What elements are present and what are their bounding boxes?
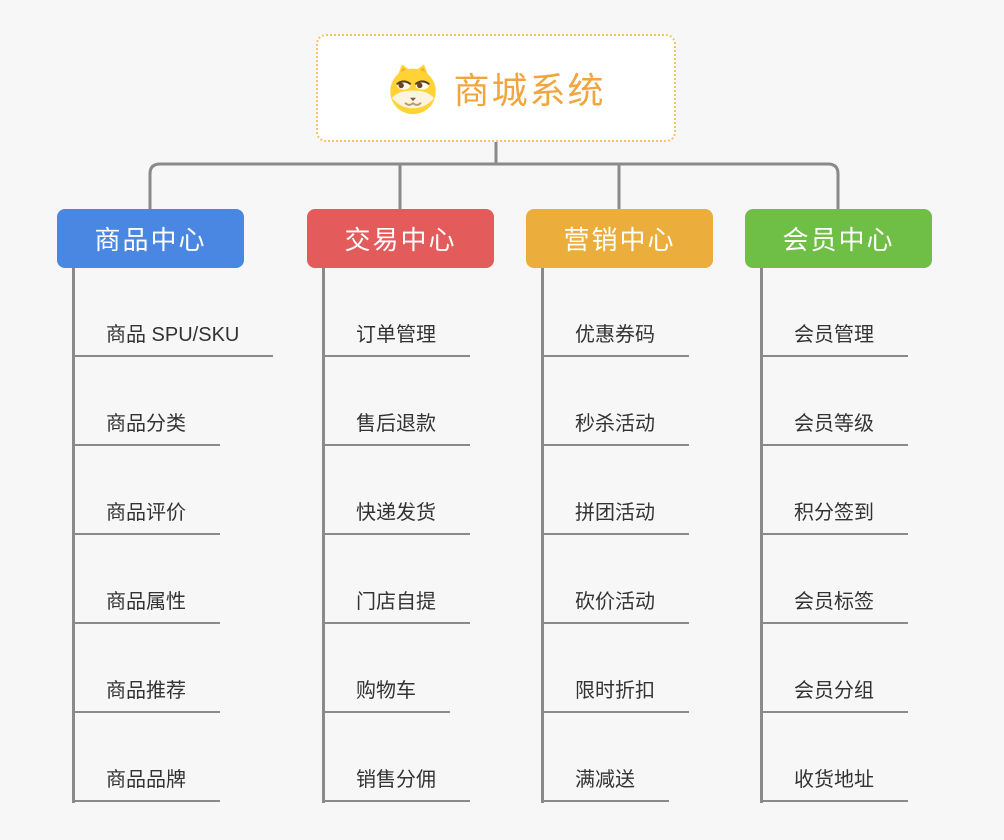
branch-children-product-center: 商品 SPU/SKU 商品分类 商品评价 商品属性 商品推荐 商品品牌	[72, 268, 274, 803]
leaf-node[interactable]: 会员等级	[760, 357, 908, 446]
branch-header-product-center[interactable]: 商品中心	[57, 209, 244, 268]
leaf-node[interactable]: 商品属性	[72, 535, 273, 624]
leaf-node[interactable]: 商品品牌	[72, 713, 273, 802]
leaf-node[interactable]: 订单管理	[322, 268, 470, 357]
branch-spine-line	[322, 268, 325, 803]
leaf-node[interactable]: 门店自提	[322, 535, 470, 624]
leaf-node[interactable]: 秒杀活动	[541, 357, 689, 446]
leaf-node[interactable]: 商品 SPU/SKU	[72, 268, 274, 357]
leaf-node[interactable]: 购物车	[322, 624, 470, 713]
leaf-node[interactable]: 拼团活动	[541, 446, 689, 535]
leaf-node[interactable]: 商品推荐	[72, 624, 273, 713]
leaf-node[interactable]: 收货地址	[760, 713, 908, 802]
leaf-node[interactable]: 商品评价	[72, 446, 273, 535]
branch-spine-line	[72, 268, 75, 803]
leaf-node[interactable]: 售后退款	[322, 357, 470, 446]
shiba-dog-icon	[390, 64, 437, 115]
branch-children-member-center: 会员管理 会员等级 积分签到 会员标签 会员分组 收货地址	[760, 268, 908, 803]
branch-header-member-center[interactable]: 会员中心	[745, 209, 932, 268]
leaf-node[interactable]: 销售分佣	[322, 713, 470, 802]
branch-spine-line	[760, 268, 763, 803]
leaf-node[interactable]: 积分签到	[760, 446, 908, 535]
leaf-node[interactable]: 优惠券码	[541, 268, 689, 357]
root-title: 商城系统	[453, 70, 606, 111]
branch-children-trade-center: 订单管理 售后退款 快递发货 门店自提 购物车 销售分佣	[322, 268, 470, 803]
root-node[interactable]: 商城系统	[316, 34, 676, 142]
branch-spine-line	[541, 268, 544, 803]
leaf-node[interactable]: 砍价活动	[541, 535, 689, 624]
leaf-node[interactable]: 会员管理	[760, 268, 908, 357]
branch-children-marketing-center: 优惠券码 秒杀活动 拼团活动 砍价活动 限时折扣 满减送	[541, 268, 689, 803]
branch-bus-line	[148, 162, 840, 209]
leaf-node[interactable]: 会员分组	[760, 624, 908, 713]
leaf-node[interactable]: 快递发货	[322, 446, 470, 535]
leaf-node[interactable]: 会员标签	[760, 535, 908, 624]
leaf-node[interactable]: 满减送	[541, 713, 689, 802]
branch-header-marketing-center[interactable]: 营销中心	[526, 209, 713, 268]
leaf-node[interactable]: 商品分类	[72, 357, 273, 446]
branch-header-trade-center[interactable]: 交易中心	[307, 209, 494, 268]
leaf-node[interactable]: 限时折扣	[541, 624, 689, 713]
